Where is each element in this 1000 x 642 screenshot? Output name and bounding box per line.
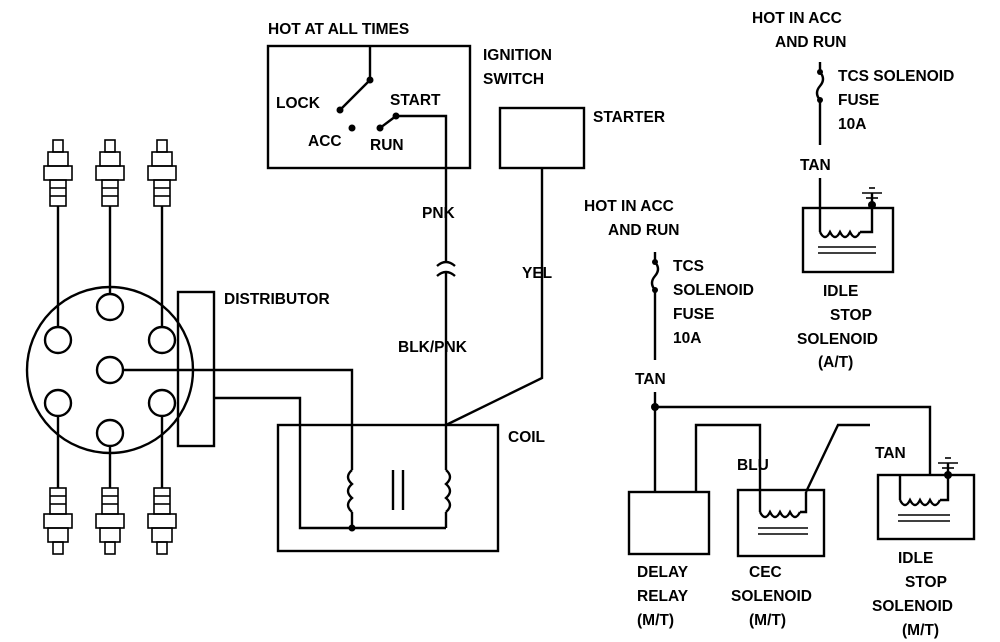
idle-stop-mt-label-4: (M/T) <box>902 622 939 639</box>
starter: STARTER YEL <box>445 106 665 427</box>
tcs-fuse-label-right: TCS SOLENOID <box>838 68 954 85</box>
delay-relay: DELAY RELAY (M/T) <box>627 423 762 629</box>
tcs-fuse-label-left-4: 10A <box>673 330 701 347</box>
tan-label-left: TAN <box>635 371 666 388</box>
tcs-fuse-label-right-3: 10A <box>838 116 866 133</box>
ignition-switch-label: IGNITION <box>483 47 552 64</box>
coil-label: COIL <box>508 429 545 446</box>
starter-label: STARTER <box>593 109 665 126</box>
idle-stop-at-label-2: STOP <box>830 307 872 324</box>
tcs-circuit-mt: HOT IN ACC AND RUN TCS SOLENOID FUSE 10A… <box>584 198 932 492</box>
blu-label: BLU <box>737 457 769 474</box>
cec-solenoid-label: CEC <box>749 564 782 581</box>
run-label: RUN <box>370 137 404 154</box>
cec-solenoid-label-3: (M/T) <box>749 612 786 629</box>
tan-label-right-upper: TAN <box>800 157 831 174</box>
tan-label-right-lower: TAN <box>875 445 906 462</box>
idle-stop-mt-label-3: SOLENOID <box>872 598 953 615</box>
idle-stop-mt-label: IDLE <box>898 550 933 567</box>
idle-stop-at-label-4: (A/T) <box>818 354 853 371</box>
cec-solenoid-label-2: SOLENOID <box>731 588 812 605</box>
tcs-fuse-label-left-2: SOLENOID <box>673 282 754 299</box>
starter-box <box>498 106 586 170</box>
ignition-switch: HOT AT ALL TIMES IGNITION SWITCH LOCK ST… <box>266 21 552 170</box>
pnk-label: PNK <box>422 205 456 222</box>
distributor-label: DISTRIBUTOR <box>224 291 330 308</box>
spark-plugs-bottom <box>43 487 177 555</box>
pnk-wire: PNK BLK/PNK <box>398 168 468 425</box>
ignition-switch-label-2: SWITCH <box>483 71 544 88</box>
cec-solenoid-box <box>736 488 826 558</box>
yel-label: YEL <box>522 265 552 282</box>
coil-box <box>276 423 500 553</box>
cec-solenoid: BLU CEC SOLENOID (M/T) <box>731 423 870 629</box>
delay-relay-box <box>627 490 711 556</box>
idle-stop-at-box <box>801 206 895 274</box>
idle-stop-solenoid-at: IDLE STOP SOLENOID (A/T) <box>797 187 895 371</box>
lock-label: LOCK <box>276 95 321 112</box>
delay-relay-label: DELAY <box>637 564 689 581</box>
idle-stop-solenoid-mt: IDLE STOP SOLENOID (M/T) <box>872 457 976 639</box>
hot-acc-run-label-left: HOT IN ACC <box>584 198 674 215</box>
idle-stop-mt-box <box>876 473 976 541</box>
idle-stop-at-label: IDLE <box>823 283 858 300</box>
distributor: DISTRIBUTOR <box>25 206 330 488</box>
tcs-circuit-at: HOT IN ACC AND RUN TCS SOLENOID FUSE 10A… <box>752 10 954 232</box>
idle-stop-mt-label-2: STOP <box>905 574 947 591</box>
start-label: START <box>390 92 441 109</box>
spark-plugs-top <box>43 139 177 207</box>
delay-relay-label-3: (M/T) <box>637 612 674 629</box>
tcs-fuse-label-right-2: FUSE <box>838 92 879 109</box>
hot-acc-run-label-right-2: AND RUN <box>775 34 846 51</box>
idle-stop-at-label-3: SOLENOID <box>797 331 878 348</box>
delay-relay-label-2: RELAY <box>637 588 689 605</box>
hot-acc-run-label-right: HOT IN ACC <box>752 10 842 27</box>
tcs-fuse-label-left: TCS <box>673 258 704 275</box>
tcs-fuse-label-left-3: FUSE <box>673 306 714 323</box>
coil: COIL <box>123 368 545 553</box>
hot-acc-run-label-left-2: AND RUN <box>608 222 679 239</box>
acc-label: ACC <box>308 133 342 150</box>
hot-at-all-times-label: HOT AT ALL TIMES <box>268 21 409 38</box>
blk-pnk-label: BLK/PNK <box>398 339 468 356</box>
